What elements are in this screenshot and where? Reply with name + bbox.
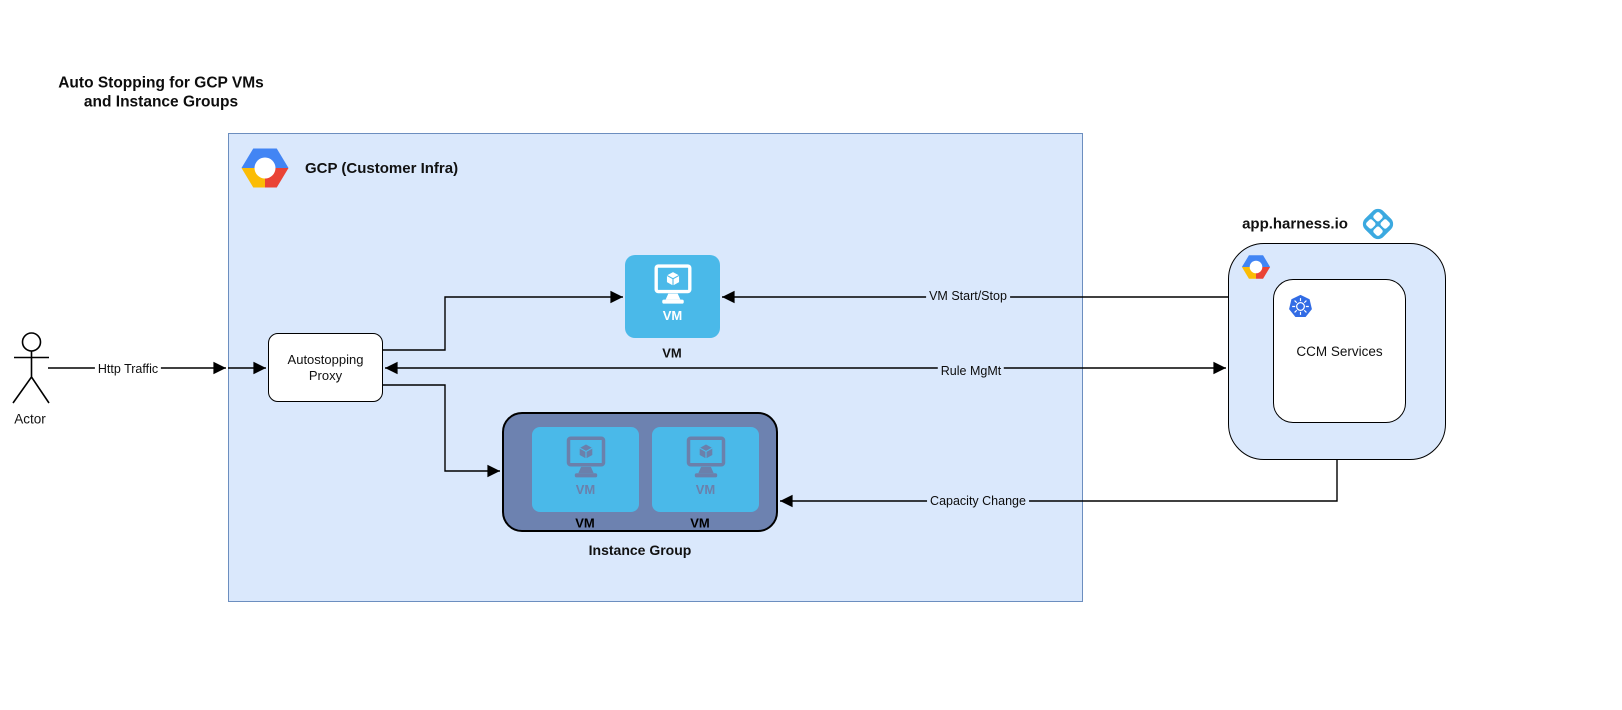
vm-tile-label: VM bbox=[575, 482, 596, 497]
gcp-container-header: GCP (Customer Infra) bbox=[240, 145, 458, 191]
vm-caption: VM bbox=[662, 345, 682, 361]
instance-group-vm-caption: VM bbox=[690, 515, 710, 531]
vm-node: VM bbox=[625, 255, 720, 338]
instance-group-node: VM VM VM VM bbox=[502, 412, 778, 532]
gcp-logo-icon bbox=[241, 148, 289, 188]
ccm-services-label: CCM Services bbox=[1296, 343, 1383, 359]
instance-group-vm-tile: VM bbox=[532, 427, 639, 512]
autostopping-proxy-label-line2: Proxy bbox=[308, 367, 343, 383]
ccm-services-node: CCM Services bbox=[1273, 279, 1406, 423]
harness-domain-label: app.harness.io bbox=[1242, 215, 1348, 233]
vm-monitor-icon bbox=[566, 436, 605, 478]
instance-group-caption: Instance Group bbox=[588, 542, 692, 558]
autostopping-proxy-label-line1: Autostopping bbox=[287, 351, 364, 367]
harness-container: CCM Services bbox=[1228, 243, 1446, 460]
diagram-title-line2: and Instance Groups bbox=[83, 93, 239, 110]
instance-group-vm-caption: VM bbox=[575, 515, 595, 531]
diagram-title-line1: Auto Stopping for GCP VMs bbox=[58, 74, 264, 92]
actor-icon bbox=[12, 332, 50, 404]
vm-monitor-icon bbox=[654, 264, 691, 304]
edge-label-rule-mgmt: Rule MgMt bbox=[937, 364, 1005, 378]
edge-label-capacity-change: Capacity Change bbox=[927, 494, 1029, 508]
diagram-title: Auto Stopping for GCP VMs and Instance G… bbox=[58, 75, 264, 112]
vm-tile-label: VM bbox=[695, 482, 716, 497]
edge-label-vm-start-stop: VM Start/Stop bbox=[926, 289, 1010, 303]
actor-label: Actor bbox=[14, 411, 46, 427]
autostopping-proxy-node: Autostopping Proxy bbox=[268, 333, 383, 402]
kubernetes-icon bbox=[1289, 294, 1312, 317]
instance-group-vm-tile: VM bbox=[652, 427, 759, 512]
vm-monitor-icon bbox=[686, 436, 725, 478]
harness-logo-icon bbox=[1362, 208, 1394, 240]
edge-label-http-traffic: Http Traffic bbox=[94, 362, 162, 376]
gcp-container-label: GCP (Customer Infra) bbox=[305, 159, 459, 177]
harness-gcp-logo-icon bbox=[1241, 255, 1271, 279]
vm-tile-label: VM bbox=[662, 308, 683, 323]
